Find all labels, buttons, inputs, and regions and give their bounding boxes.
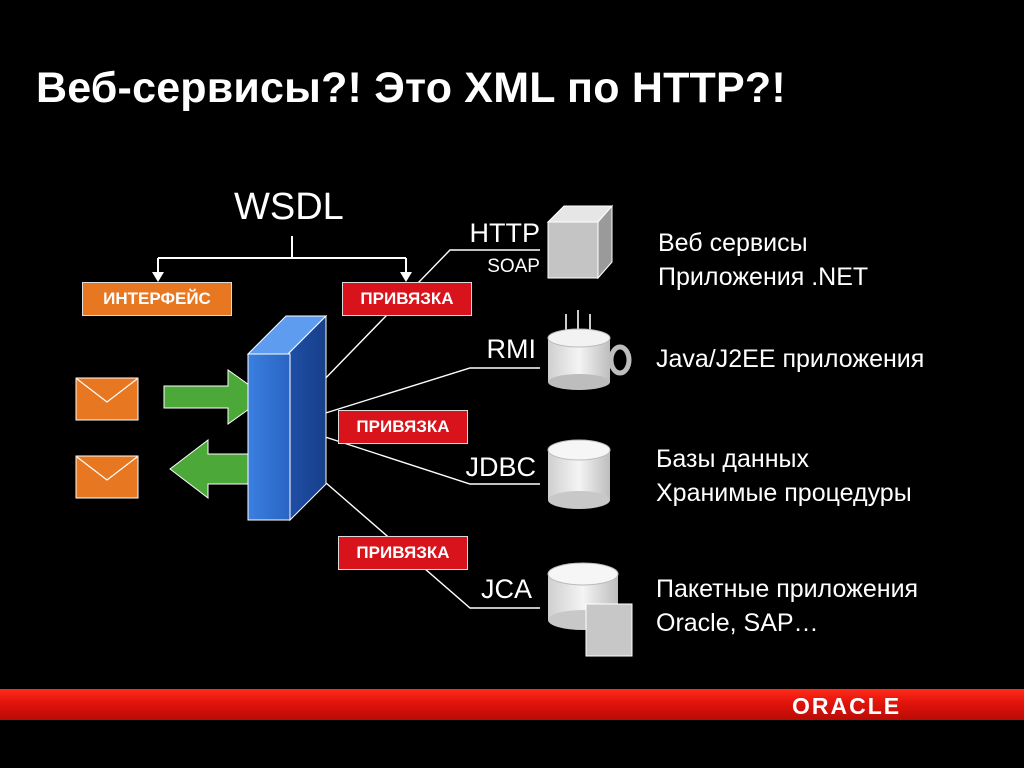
binding-tag-top: ПРИВЯЗКА — [342, 282, 472, 316]
desc-web-line2: Приложения .NET — [658, 263, 869, 291]
desc-java-line1: Java/J2EE приложения — [656, 345, 925, 373]
desc-pkg-line2: Oracle, SAP… — [656, 609, 819, 637]
wsdl-arrowhead-right — [400, 272, 412, 282]
desc-db-line1: Базы данных — [656, 445, 809, 473]
page-title: Веб-сервисы?! Это XML по HTTP?! — [36, 64, 786, 112]
desc-databases: Базы данных Хранимые процедуры — [656, 442, 912, 510]
desc-web-line1: Веб сервисы — [658, 229, 808, 257]
service-box — [246, 314, 328, 522]
wsdl-bracket — [157, 236, 407, 274]
database-icon — [547, 439, 611, 509]
wsdl-arrowhead-left — [152, 272, 164, 282]
protocol-http: HTTP — [469, 218, 541, 248]
connector-http — [317, 249, 540, 387]
protocol-rmi: RMI — [486, 334, 537, 364]
desc-web-services: Веб сервисы Приложения .NET — [658, 226, 868, 294]
coffee-cup-icon — [547, 310, 632, 390]
desc-java: Java/J2EE приложения — [656, 342, 924, 376]
arrow-right-icon — [163, 369, 267, 425]
envelope-icon-bottom — [75, 455, 139, 499]
desc-packaged-apps: Пакетные приложения Oracle, SAP… — [656, 572, 918, 640]
wsdl-label: WSDL — [234, 186, 344, 228]
package-app-icon — [547, 562, 633, 657]
desc-pkg-line1: Пакетные приложения — [656, 575, 919, 603]
oracle-logo: ORACLE — [792, 693, 902, 719]
protocol-jca: JCA — [480, 574, 532, 604]
interface-tag: ИНТЕРФЕЙС — [82, 282, 232, 316]
desc-db-line2: Хранимые процедуры — [656, 479, 912, 507]
protocol-soap: SOAP — [487, 256, 540, 277]
binding-tag-middle: ПРИВЯЗКА — [338, 410, 468, 444]
connector-lines — [315, 249, 540, 609]
cube-icon — [546, 204, 614, 280]
binding-tag-bottom: ПРИВЯЗКА — [338, 536, 468, 570]
connector-jca — [317, 475, 540, 609]
footer-bar — [0, 689, 1024, 720]
protocol-jdbc: JDBC — [465, 452, 536, 482]
connector-rmi — [315, 367, 540, 417]
connector-jdbc — [315, 433, 540, 485]
envelope-icon-top — [75, 377, 139, 421]
